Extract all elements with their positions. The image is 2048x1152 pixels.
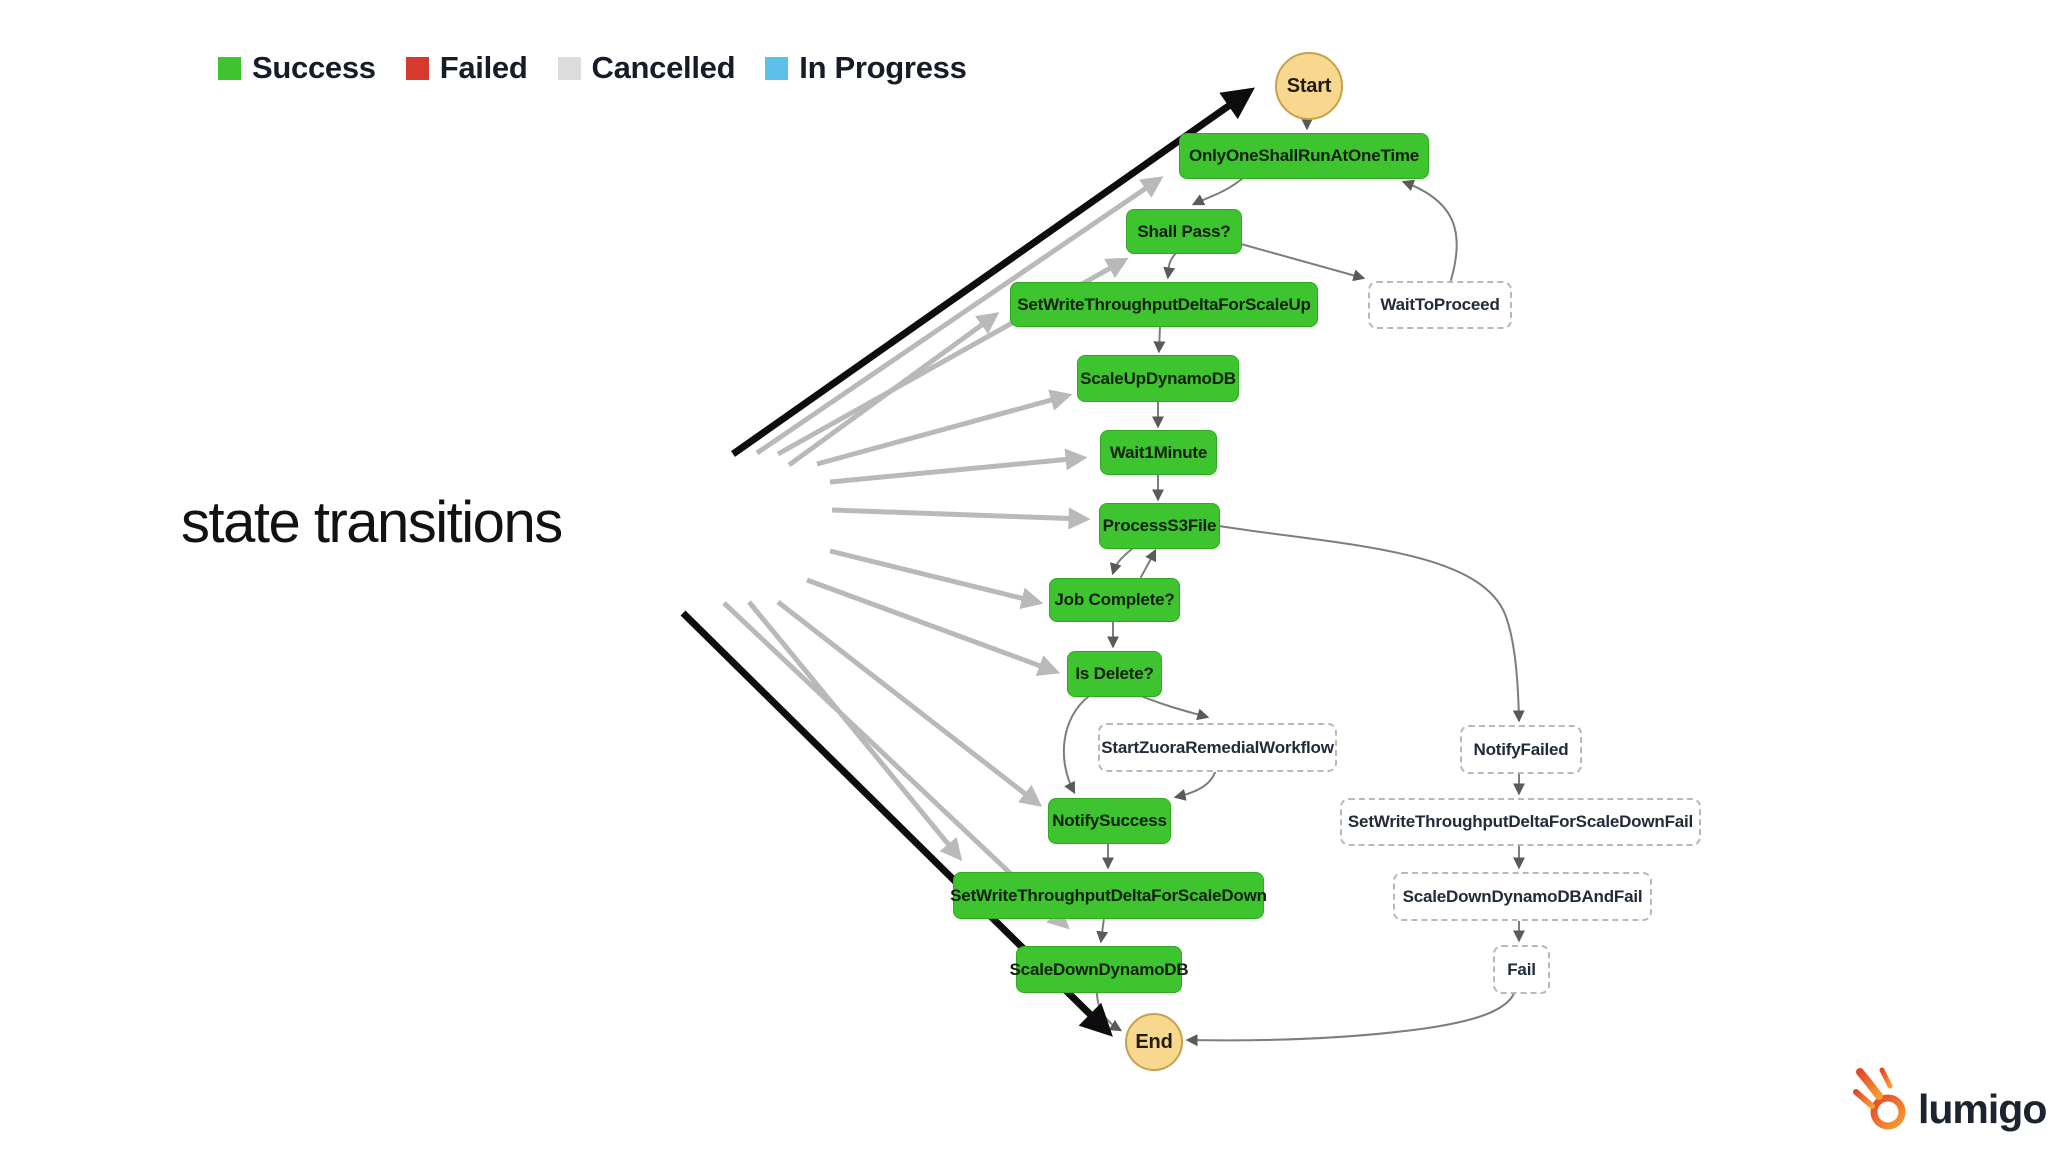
state-set-write-throughput-delta-for-scale-down-fail[interactable]: SetWriteThroughputDeltaForScaleDownFail <box>1340 798 1701 846</box>
state-process-s3-file[interactable]: ProcessS3File <box>1099 503 1220 549</box>
legend-label-failed: Failed <box>439 50 528 85</box>
status-legend: Success Failed Cancelled In Progress <box>218 50 967 86</box>
edge-jobcomplete-to-processs3 <box>1140 548 1157 578</box>
gray-arrow-to-processs3 <box>831 507 1091 530</box>
failed-swatch <box>405 56 429 80</box>
state-shall-pass[interactable]: Shall Pass? <box>1126 209 1242 254</box>
state-fail[interactable]: Fail <box>1493 945 1550 994</box>
edge-shallpass-to-setwriteup <box>1163 252 1177 280</box>
edge-processs3-to-jobcomplete <box>1110 547 1134 576</box>
lumigo-wordmark: lumigo <box>1918 1086 2047 1132</box>
edge-isdelete-to-startzuora <box>1140 695 1210 721</box>
state-transitions-label: state transitions <box>181 490 563 555</box>
success-swatch <box>218 56 241 80</box>
state-set-write-throughput-delta-for-scale-up[interactable]: SetWriteThroughputDeltaForScaleUp <box>1010 282 1318 327</box>
cancelled-swatch <box>557 56 581 80</box>
edge-setwriteup-to-scaleup <box>1153 325 1166 354</box>
gray-arrow-to-scaleup <box>816 389 1073 467</box>
edge-shallpass-to-waittoproceed <box>1240 243 1366 282</box>
state-wait-1-minute[interactable]: Wait1Minute <box>1100 430 1217 475</box>
legend-item-cancelled: Cancelled <box>557 50 736 86</box>
black-arrow-to-start <box>730 87 1255 457</box>
state-set-write-throughput-delta-for-scale-down[interactable]: SetWriteThroughputDeltaForScaleDown <box>950 872 1267 919</box>
legend-label-success: Success <box>252 50 376 85</box>
gray-arrow-to-notifysuccess <box>776 600 1043 808</box>
lumigo-logo: lumigo <box>1852 1066 2047 1132</box>
state-end[interactable]: End <box>1125 1013 1183 1071</box>
state-job-complete[interactable]: Job Complete? <box>1049 578 1180 622</box>
state-start-zuora-remedial-workflow[interactable]: StartZuoraRemedialWorkflow <box>1098 723 1337 772</box>
gray-arrow-to-wait1minute <box>829 448 1088 485</box>
gray-arrow-to-isdelete <box>806 577 1061 676</box>
lumigo-flame-icon <box>1853 1067 1906 1130</box>
state-scale-down-dynamodb-and-fail[interactable]: ScaleDownDynamoDBAndFail <box>1393 872 1652 921</box>
edge-waittoproceed-to-onlyone <box>1401 179 1458 281</box>
state-start[interactable]: Start <box>1275 52 1343 120</box>
edge-fail-to-end <box>1185 990 1516 1047</box>
legend-item-success: Success <box>218 50 376 86</box>
gray-arrow-to-setwriteup <box>787 312 1000 468</box>
state-is-delete[interactable]: Is Delete? <box>1067 651 1162 697</box>
edge-startzuora-to-notifysuccess <box>1173 768 1217 801</box>
state-notify-failed[interactable]: NotifyFailed <box>1460 725 1582 774</box>
gray-arrow-to-scaledown <box>722 601 1070 930</box>
edge-processs3-to-notifyfailed <box>1218 525 1525 723</box>
state-wait-to-proceed[interactable]: WaitToProceed <box>1368 281 1512 329</box>
gray-arrow-to-jobcomplete <box>829 548 1044 609</box>
legend-item-in-progress: In Progress <box>765 50 967 86</box>
state-notify-success[interactable]: NotifySuccess <box>1048 798 1171 844</box>
edge-onlyone-to-shallpass <box>1191 177 1244 206</box>
state-only-one-shall-run-at-one-time[interactable]: OnlyOneShallRunAtOneTime <box>1179 133 1429 179</box>
legend-item-failed: Failed <box>405 50 528 86</box>
gray-arrow-to-onlyone <box>755 176 1164 456</box>
legend-label-in-progress: In Progress <box>799 50 967 85</box>
edge-isdelete-to-notifysuccess <box>1062 695 1090 795</box>
state-scale-down-dynamodb[interactable]: ScaleDownDynamoDB <box>1010 946 1189 993</box>
edge-setwritedown-to-scaledown <box>1096 917 1109 944</box>
in-progress-swatch <box>765 56 789 80</box>
legend-label-cancelled: Cancelled <box>591 50 736 85</box>
state-scale-up-dynamodb[interactable]: ScaleUpDynamoDB <box>1077 355 1239 402</box>
gray-arrow-to-setwritedown <box>747 600 963 862</box>
